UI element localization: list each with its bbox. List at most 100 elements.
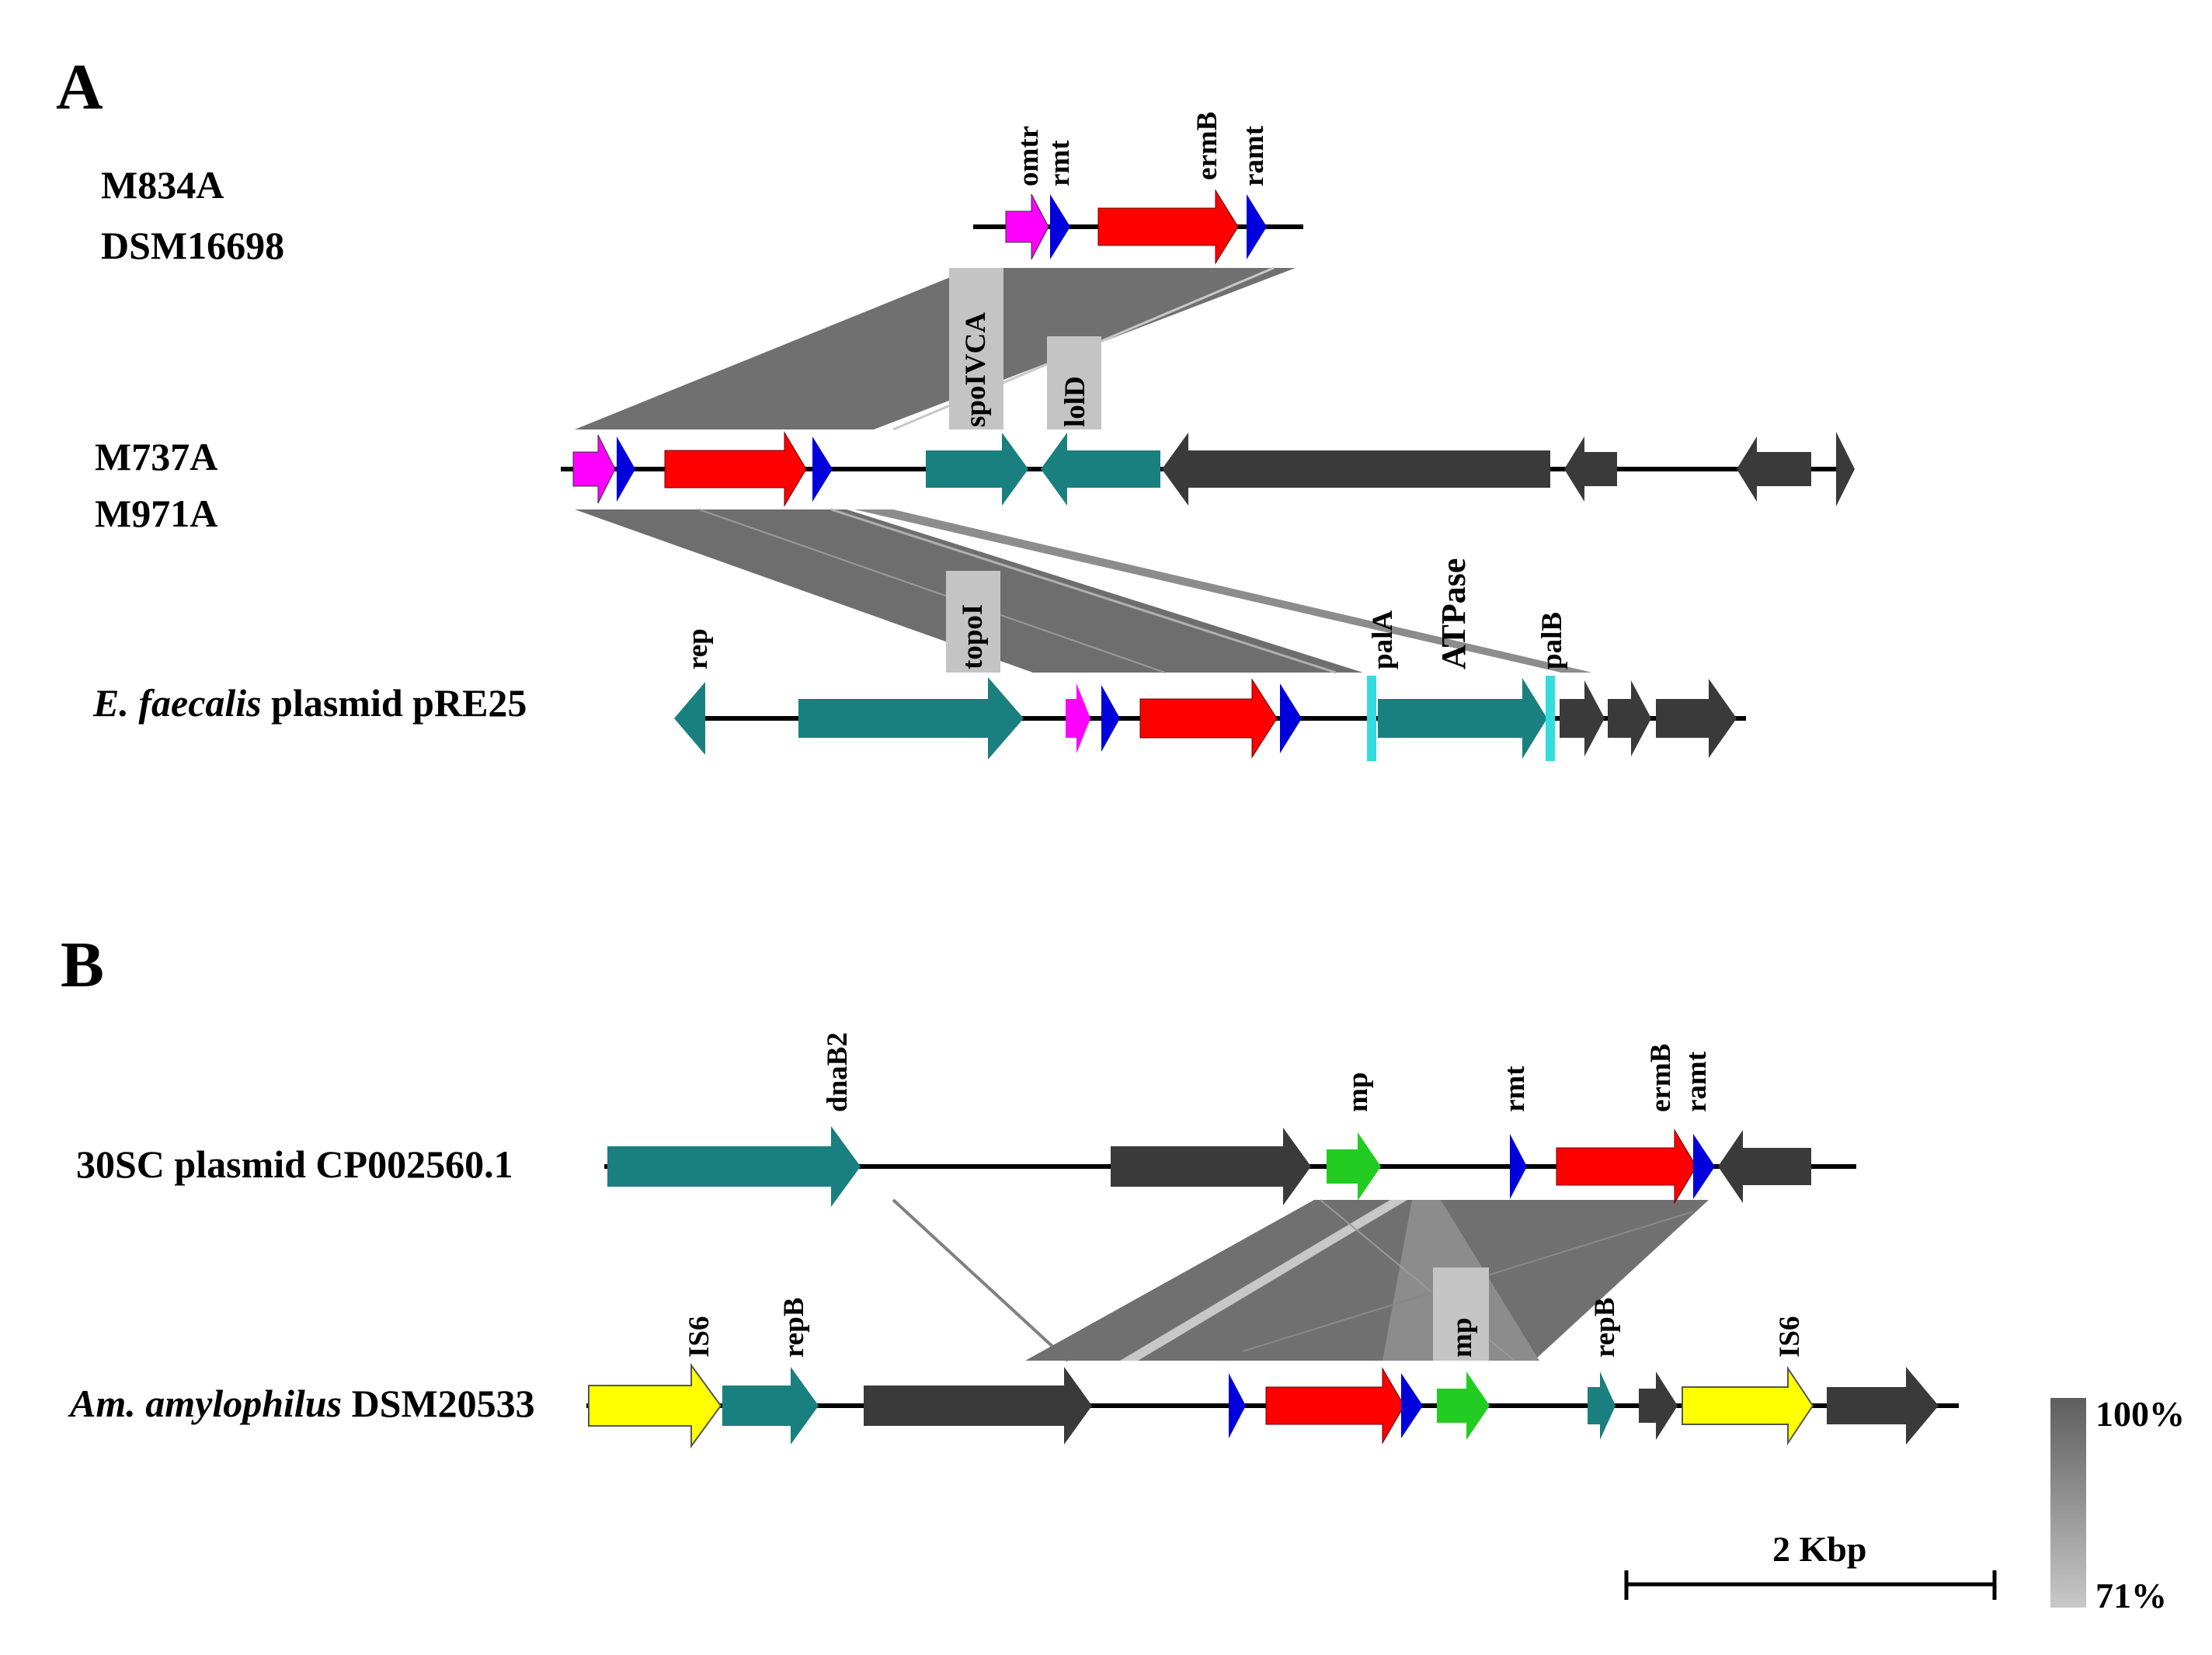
gene-label-dnab2: dnaB2 xyxy=(822,1032,854,1112)
identity-min-label: 71% xyxy=(2095,1576,2167,1615)
gene-ermb xyxy=(1097,189,1239,265)
track-label-dsm16698: DSM16698 xyxy=(101,224,284,267)
track-label-pre25-plasmid: plasmid pRE25 xyxy=(262,681,527,725)
gene-label-palb: palB xyxy=(1536,612,1568,669)
gene-repb xyxy=(722,1367,819,1445)
track-cp002560 xyxy=(604,1126,1856,1207)
gene-mp xyxy=(1327,1132,1381,1201)
track-dsm20533 xyxy=(586,1362,1959,1449)
gene-dark-3 xyxy=(1737,436,1811,502)
gene-palb xyxy=(1546,676,1555,761)
gene-dark-2 xyxy=(1564,436,1617,502)
gene-label-rep: rep xyxy=(682,628,714,669)
track-m834a xyxy=(973,189,1303,265)
gene-dark-2 xyxy=(1639,1372,1678,1440)
track-label-cp002560: 30SC plasmid CP002560.1 xyxy=(76,1142,513,1186)
track-label-m971a: M971A xyxy=(95,492,217,535)
gene-lold xyxy=(1041,433,1160,506)
identity-gradient-bar xyxy=(2050,1398,2086,1608)
scale-bar-label: 2 Kbp xyxy=(1772,1529,1866,1569)
homology-band-edge xyxy=(830,508,1337,674)
label-box-mp xyxy=(1433,1267,1489,1361)
gene-label-ermb: ermB xyxy=(1191,112,1223,180)
homology-band-light-1 xyxy=(1120,1200,1407,1361)
gene-omtr xyxy=(1005,193,1049,260)
gene-dark-1 xyxy=(1162,433,1550,506)
gene-label-rmt: rmt xyxy=(1499,1066,1531,1112)
gene-omtr xyxy=(1066,683,1090,753)
gene-ramt xyxy=(1247,194,1267,259)
gene-omtr xyxy=(572,434,616,504)
gene-rmt xyxy=(1101,685,1120,752)
gene-spoivca xyxy=(926,433,1028,506)
gene-label-repb: repB xyxy=(1589,1298,1621,1358)
gene-label-ermb: ermB xyxy=(1645,1044,1677,1112)
gene-dark-3 xyxy=(1656,679,1737,758)
homology-band-thin xyxy=(892,1198,1069,1362)
gene-dark-4 xyxy=(1836,432,1855,506)
gene-rmt xyxy=(1229,1373,1246,1438)
gene-ermb xyxy=(664,431,807,507)
gene-ermb xyxy=(1139,678,1278,759)
homology-band-m834a-m737a xyxy=(575,268,1296,429)
gene-rmt xyxy=(617,436,635,502)
gene-dark-2 xyxy=(1718,1130,1811,1203)
identity-max-label: 100% xyxy=(2095,1394,2185,1434)
track-pre25 xyxy=(674,676,1746,761)
gene-label-pala: palA xyxy=(1367,610,1399,669)
homology-band-m737a-pre25-thin xyxy=(854,509,1592,673)
gene-rmt xyxy=(1050,194,1070,259)
scale-bar: 2 Kbp xyxy=(1624,1529,1997,1600)
gene-dark-1 xyxy=(1111,1128,1311,1205)
gene-label-spoivca: spoIVCA xyxy=(960,312,992,427)
gene-pala xyxy=(1367,676,1376,761)
track-label-dsm20533-species: Am. amylophilus xyxy=(68,1382,342,1425)
gene-rmt xyxy=(1510,1134,1527,1199)
gene-mp xyxy=(1437,1372,1490,1440)
gene-label-is6: IS6 xyxy=(1774,1316,1806,1358)
panel-letter-b: B xyxy=(61,929,104,1001)
gene-rmt xyxy=(812,436,833,502)
label-box-topoi xyxy=(946,571,1000,673)
gene-atpase xyxy=(1378,678,1547,759)
gene-dark-1 xyxy=(864,1367,1092,1445)
gene-ermb xyxy=(1265,1367,1405,1445)
gene-dnab2 xyxy=(607,1126,861,1207)
gene-topoi xyxy=(798,677,1024,760)
gene-repb xyxy=(1588,1372,1616,1440)
gene-is6 xyxy=(588,1362,722,1449)
gene-label-is6: IS6 xyxy=(683,1316,715,1358)
track-m737a xyxy=(561,431,1855,507)
track-label-m834a: M834A xyxy=(101,163,224,207)
gene-dark-3 xyxy=(1827,1367,1939,1445)
gene-dark-2 xyxy=(1608,680,1651,756)
gene-label-atpase: ATPase xyxy=(1435,558,1473,669)
label-box-lold xyxy=(1047,336,1101,429)
identity-legend: 100% 71% xyxy=(2050,1394,2185,1615)
gene-dark-1 xyxy=(1560,680,1605,756)
track-label-dsm20533: Am. amylophilus DSM20533 xyxy=(68,1382,535,1425)
track-label-pre25: E. faecalis plasmid pRE25 xyxy=(92,681,527,725)
gene-rep xyxy=(674,682,705,755)
gene-label-mp: mp xyxy=(1446,1318,1478,1358)
gene-ramt xyxy=(1280,683,1302,753)
track-label-dsm20533-strain: DSM20533 xyxy=(342,1382,535,1425)
homology-band-edge xyxy=(698,509,1166,673)
track-label-pre25-species: E. faecalis xyxy=(92,681,262,725)
gene-label-ramt: ramt xyxy=(1238,125,1270,186)
gene-label-mp: mp xyxy=(1342,1073,1374,1112)
label-box-spoivca xyxy=(949,268,1003,429)
gene-label-omtr: omtr xyxy=(1013,126,1045,186)
panel-letter-a: A xyxy=(56,51,103,123)
homology-bands-b xyxy=(892,1198,1709,1362)
gene-label-ramt: ramt xyxy=(1681,1051,1713,1112)
track-label-m737a: M737A xyxy=(95,435,217,478)
gene-label-rmt: rmt xyxy=(1044,140,1076,186)
gene-label-lold: lolD xyxy=(1059,376,1091,427)
gene-label-topoi: topoI xyxy=(957,604,989,669)
gene-ramt xyxy=(1693,1134,1715,1199)
gene-ramt xyxy=(1401,1373,1423,1438)
gene-ermb xyxy=(1556,1128,1697,1205)
gene-label-repb: repB xyxy=(778,1298,810,1358)
